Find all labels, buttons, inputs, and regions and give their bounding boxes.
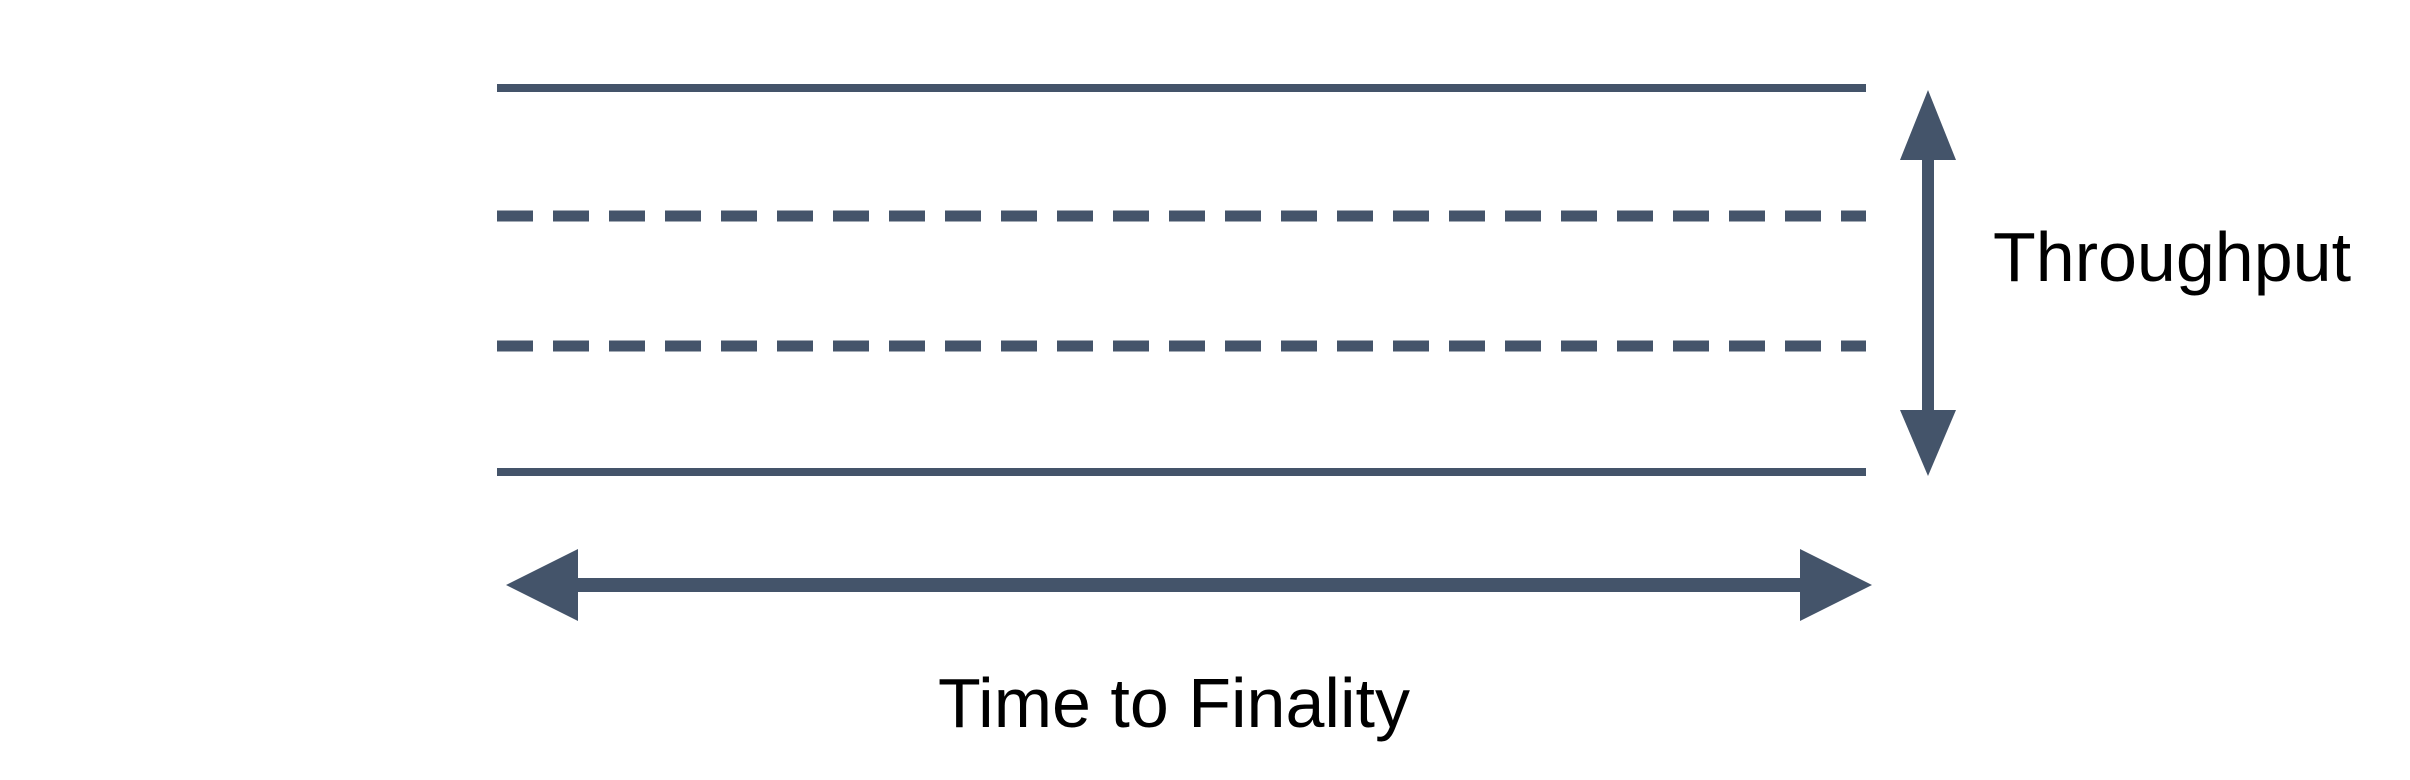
horizontal-arrow-head-right	[1800, 549, 1872, 621]
vertical-throughput-arrow	[1900, 90, 1956, 476]
throughput-axis-label: Throughput	[1993, 218, 2352, 296]
lane-lines-group	[497, 84, 1866, 476]
vertical-arrow-head-up	[1900, 90, 1956, 160]
vertical-arrow-shaft	[1922, 150, 1934, 416]
horizontal-time-arrow	[506, 549, 1872, 621]
horizontal-arrow-head-left	[506, 549, 578, 621]
horizontal-arrow-shaft	[572, 578, 1808, 592]
vertical-arrow-head-down	[1900, 410, 1956, 476]
time-to-finality-axis-label: Time to Finality	[938, 664, 1410, 742]
